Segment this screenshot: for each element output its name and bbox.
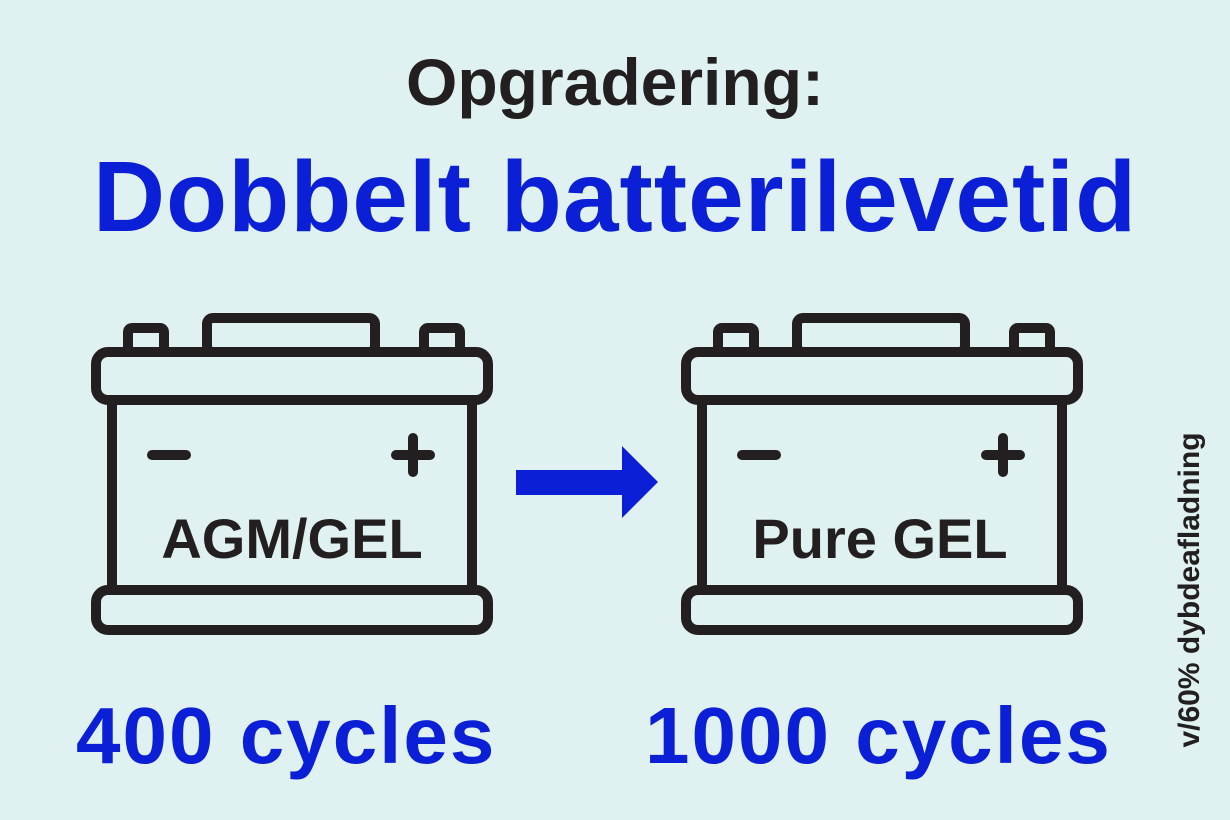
cycles-agm-gel: 400 cycles <box>76 691 497 780</box>
cycles-pure-gel: 1000 cycles <box>645 691 1112 780</box>
page-title: Dobbelt batterilevetid <box>92 141 1138 253</box>
subtitle: Opgradering: <box>405 45 824 119</box>
arrow-right-icon <box>516 446 658 518</box>
battery-label-pure-gel: Pure GEL <box>752 507 1007 570</box>
battery-pure-gel-icon <box>686 318 1078 630</box>
footnote-depth-of-discharge: v/60% dybdeafladning <box>1173 432 1206 748</box>
battery-label-agm-gel: AGM/GEL <box>161 507 422 570</box>
battery-agm-gel-icon <box>96 318 488 630</box>
